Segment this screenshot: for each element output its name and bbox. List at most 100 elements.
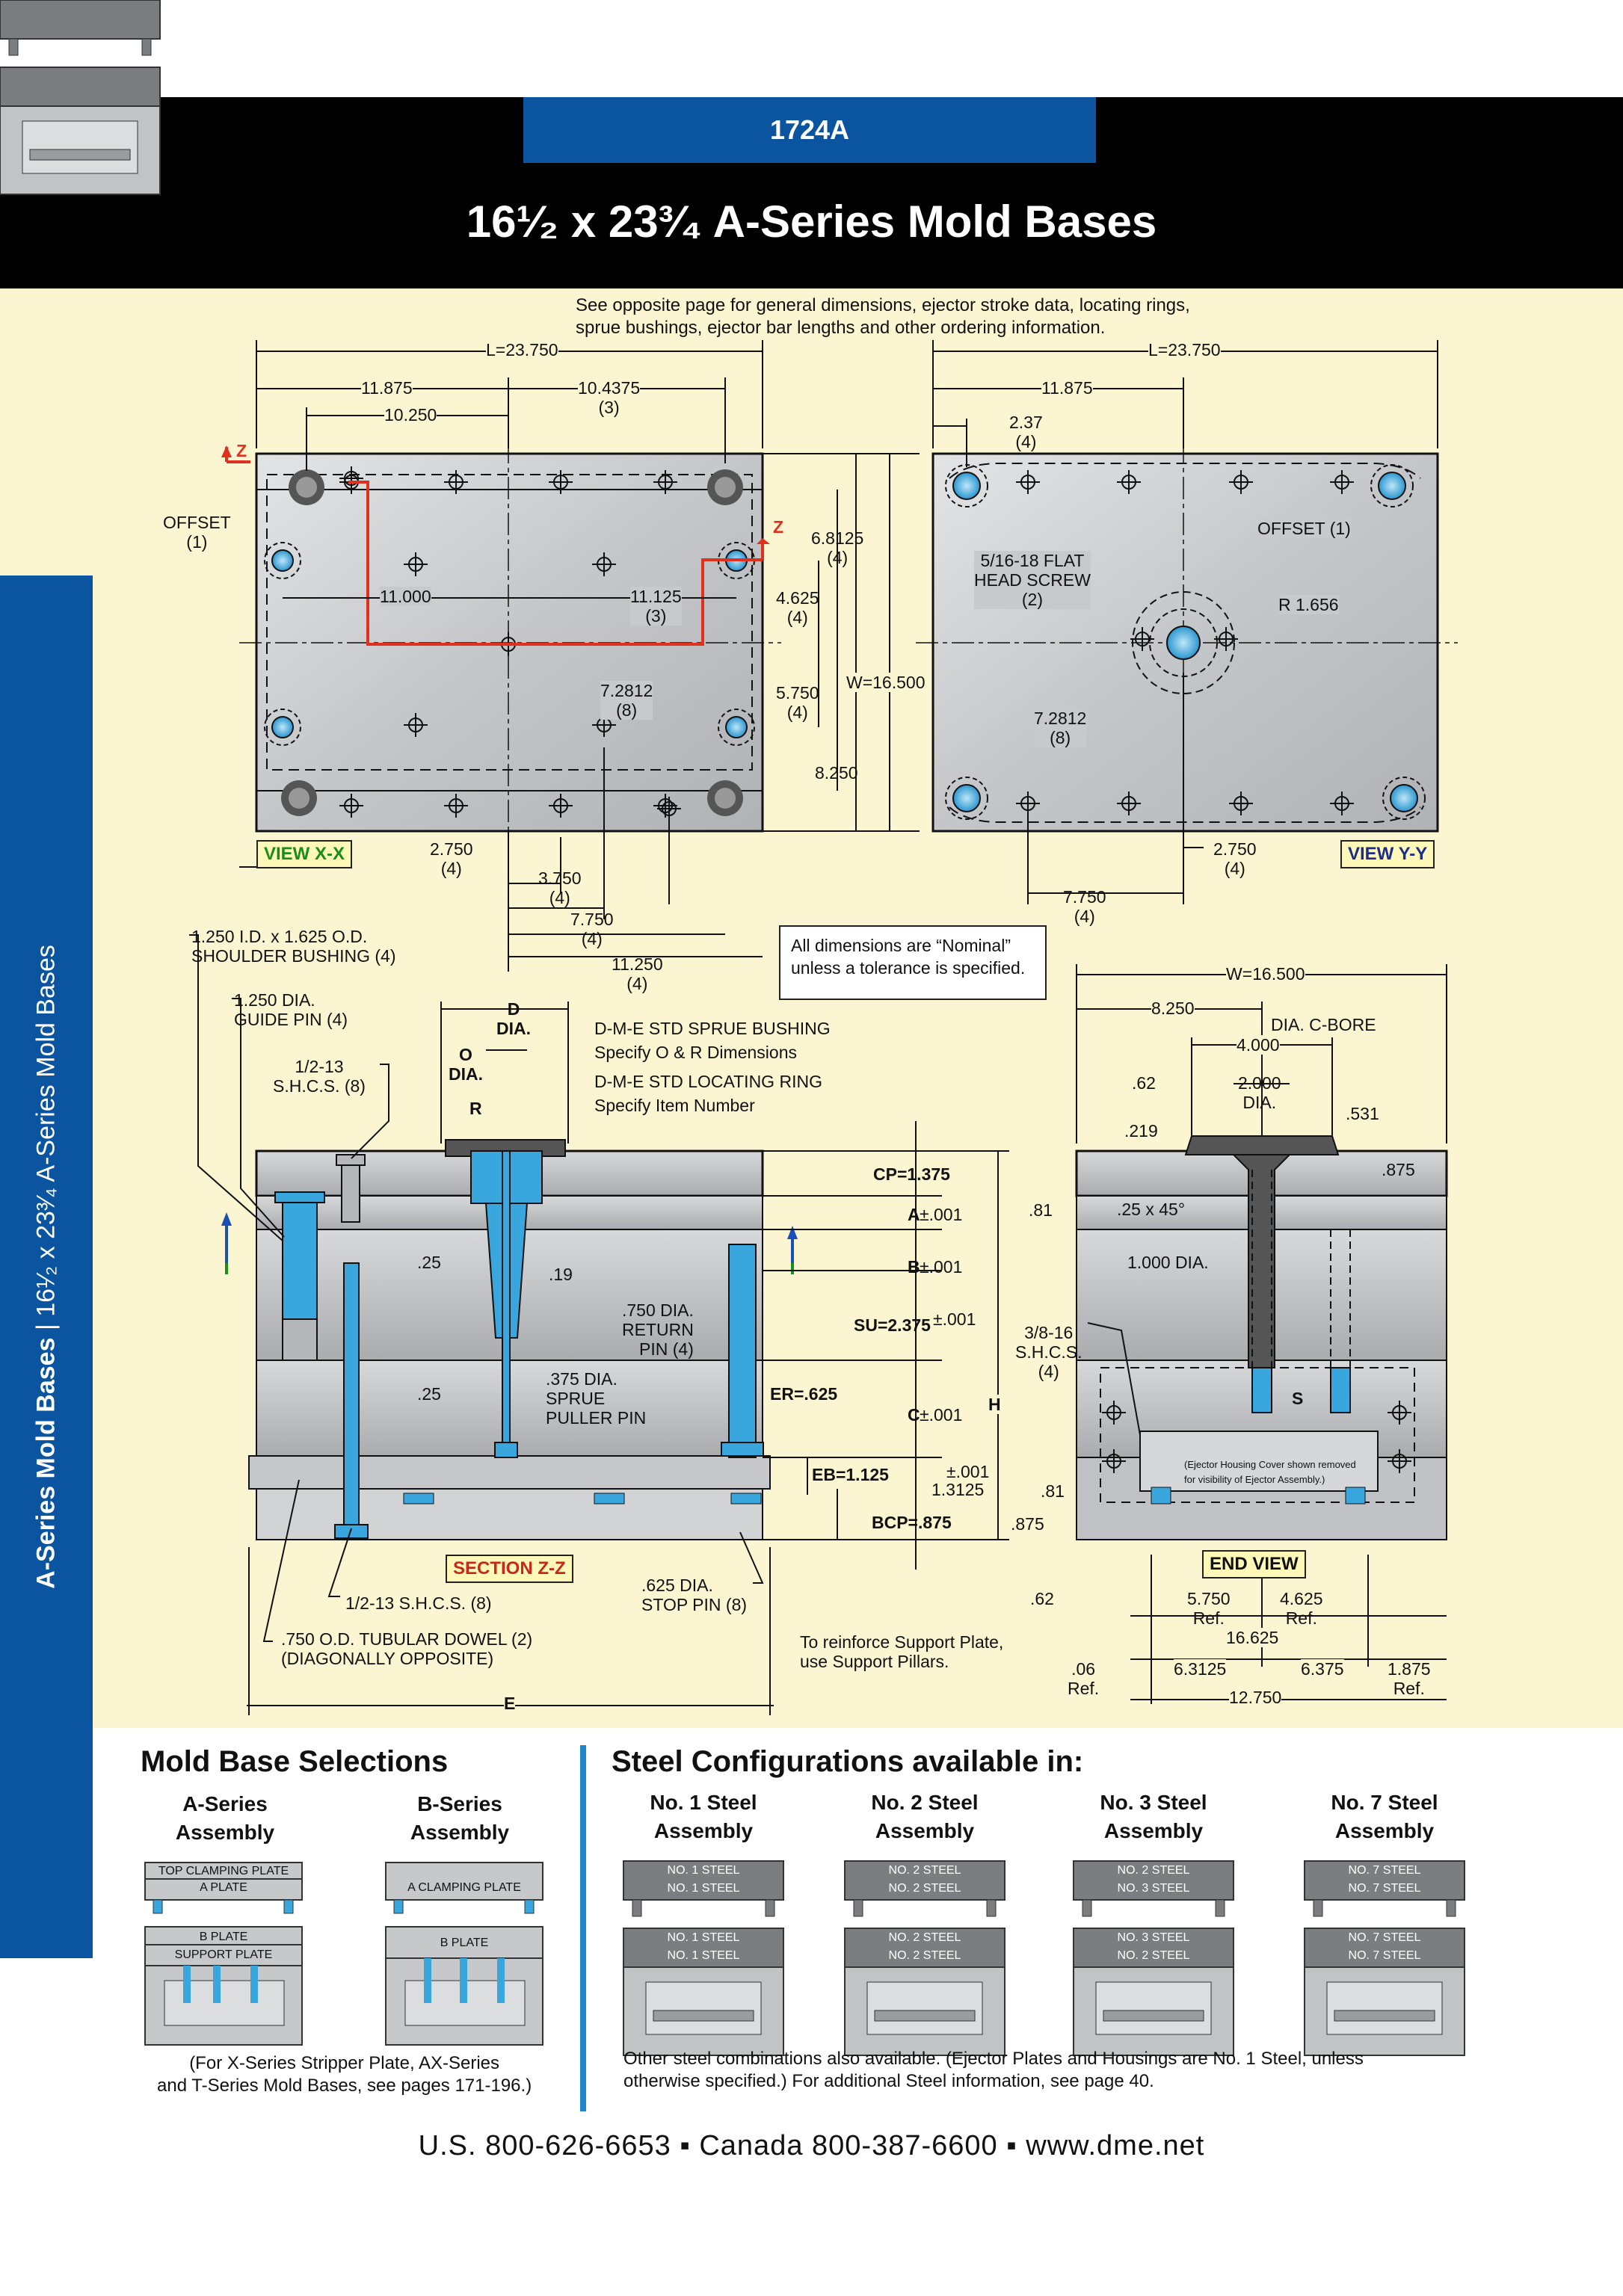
section-zz [221, 1139, 798, 1540]
xx-dim-2750: 2.750 (4) [430, 839, 473, 878]
xx-dim-L: L=23.750 [486, 340, 558, 359]
zz-sprue-spec: Specify O & R Dimensions [594, 1043, 797, 1062]
steel-7-top-2: NO. 7 STEEL [1348, 1882, 1421, 1895]
catalog-tab[interactable]: 1724A [523, 97, 1096, 163]
ev-cover-note: (Ejector Housing Cover shown removed for… [1184, 1459, 1356, 1485]
steel-1-top-2: NO. 1 STEEL [667, 1882, 740, 1895]
steel-2-top-1: NO. 2 STEEL [888, 1864, 961, 1877]
nominal-note: All dimensions are “Nominal” unless a to… [779, 925, 1047, 1000]
xx-dim-11000: 11.000 [380, 587, 431, 606]
steel-2-bottom-1: NO. 2 STEEL [888, 1931, 961, 1944]
view-xx-tag: VIEW X-X [256, 840, 353, 868]
xx-z-axis-left: Z [236, 441, 247, 460]
a-series-label: A-Series Assembly [175, 1792, 275, 1844]
ev-dim-06: .06 Ref. [1068, 1659, 1100, 1698]
ev-dim-16625: 16.625 [1226, 1628, 1279, 1647]
zz-ring-spec: Specify Item Number [594, 1096, 755, 1115]
zz-dim-25a: .25 [417, 1253, 441, 1272]
zz-dim-B-tol: ±.001 [920, 1257, 963, 1277]
xx-dim-7750: 7.750 (4) [570, 910, 614, 948]
a-plate-label-2: A PLATE [200, 1881, 247, 1894]
zz-dim-A: A [908, 1205, 920, 1224]
xx-dim-8250: 8.250 [815, 763, 858, 783]
steel-2-bottom-2: NO. 2 STEEL [888, 1949, 961, 1962]
zz-R-label: R [469, 1099, 482, 1118]
ev-dim-12750: 12.750 [1229, 1688, 1282, 1707]
zz-dim-CP: CP=1.375 [873, 1164, 950, 1184]
steel-3-top-2: NO. 3 STEEL [1117, 1882, 1190, 1895]
yy-dim-11875: 11.875 [1041, 378, 1093, 398]
yy-offset-label: OFFSET (1) [1257, 519, 1351, 538]
xx-z-axis-right: Z [773, 517, 784, 537]
top-note: See opposite page for general dimensions… [576, 295, 1190, 338]
zz-puller-label: .375 DIA. SPRUE PULLER PIN [546, 1369, 647, 1428]
ev-dim-81a: .81 [1029, 1200, 1053, 1220]
xx-dim-4625: 4.625 (4) [776, 588, 819, 627]
contact-line[interactable]: U.S. 800-626-6653 ▪ Canada 800-387-6600 … [418, 2130, 1205, 2161]
xx-offset-label: OFFSET (1) [163, 513, 231, 552]
ev-dim-1000: 1.000 DIA. [1127, 1253, 1209, 1272]
yy-dim-237: 2.37 (4) [1009, 413, 1043, 451]
mold-base-selections-title: Mold Base Selections [141, 1745, 449, 1778]
yy-dim-2750: 2.750 (4) [1213, 839, 1257, 878]
yy-radius-label: R 1.656 [1278, 595, 1339, 614]
zz-ring-label: D-M-E STD LOCATING RING [594, 1072, 822, 1091]
view-yy-plate [916, 441, 1458, 845]
ev-dim-W: W=16.500 [1226, 964, 1305, 984]
b-plate-label-2: B PLATE [440, 1937, 489, 1949]
zz-shcs-bottom-label: 1/2-13 S.H.C.S. (8) [345, 1593, 492, 1613]
side-tab[interactable] [0, 575, 93, 1958]
steel-1-bottom-2: NO. 1 STEEL [667, 1949, 740, 1962]
steel-3-bottom-1: NO. 3 STEEL [1117, 1931, 1190, 1944]
zz-return-pin-label: .750 DIA. RETURN PIN (4) [622, 1300, 694, 1359]
yy-dim-72812: 7.2812 (8) [1034, 709, 1087, 747]
ev-dim-2000: 2.000 DIA. [1238, 1073, 1281, 1112]
view-xx-plate [221, 441, 781, 845]
section-zz-tag: SECTION Z-Z [446, 1555, 573, 1583]
ev-dim-5750: 5.750 Ref. [1187, 1589, 1231, 1628]
zz-dim-C: C [908, 1405, 920, 1425]
xx-dim-104375: 10.4375 (3) [578, 378, 641, 417]
zz-dowel-label: .750 O.D. TUBULAR DOWEL (2) (DIAGONALLY … [281, 1629, 533, 1668]
ev-dim-875a: .875 [1382, 1160, 1415, 1179]
zz-stop-pin-label: .625 DIA. STOP PIN (8) [641, 1576, 748, 1614]
xx-dim-10250: 10.250 [384, 405, 437, 425]
steel-config-note: Other steel combinations also available.… [623, 2049, 1364, 2091]
steel-2-label: No. 2 Steel Assembly [871, 1791, 979, 1842]
zz-dim-ER: ER=.625 [770, 1384, 838, 1404]
ev-dim-531: .531 [1346, 1104, 1379, 1123]
ev-dim-S: S [1292, 1389, 1304, 1408]
zz-bushing-label: 1.250 I.D. x 1.625 O.D. SHOULDER BUSHING… [191, 927, 396, 966]
zz-dim-BCP: BCP=.875 [872, 1513, 952, 1532]
steel-7-top-1: NO. 7 STEEL [1348, 1864, 1421, 1877]
zz-shcs-top-label: 1/2-13 S.H.C.S. (8) [273, 1057, 366, 1096]
steel-7-label: No. 7 Steel Assembly [1331, 1791, 1438, 1842]
zz-dim-EB: EB=1.125 [812, 1465, 889, 1484]
zz-guide-pin-label: 1.250 DIA. GUIDE PIN (4) [234, 990, 348, 1029]
zz-dim-SU-tol: ±.001 [933, 1309, 976, 1329]
mold-base-note: (For X-Series Stripper Plate, AX-Series … [157, 2053, 532, 2096]
ev-dim-1875: 1.875 Ref. [1388, 1659, 1431, 1698]
steel-3-top-1: NO. 2 STEEL [1117, 1864, 1190, 1877]
zz-D-label: D DIA. [496, 999, 531, 1038]
yy-dim-7750: 7.750 (4) [1063, 887, 1106, 926]
zz-dim-19: .19 [549, 1265, 573, 1284]
steel-1-bottom-1: NO. 1 STEEL [667, 1931, 740, 1944]
xx-dim-11125: 11.125 (3) [630, 587, 682, 626]
steel-7-bottom-1: NO. 7 STEEL [1348, 1931, 1421, 1944]
end-view [1075, 1135, 1448, 1540]
a-plate-label-3: B PLATE [199, 1931, 248, 1943]
zz-dim-C-tol: ±.001 [920, 1405, 963, 1425]
xx-dim-68125: 6.8125 (4) [811, 528, 864, 567]
ev-cbore-label: DIA. C-BORE [1271, 1015, 1376, 1034]
view-xx-dims [239, 340, 920, 972]
section-divider [580, 1745, 586, 2111]
ev-dim-63125: 6.3125 [1174, 1659, 1227, 1679]
a-plate-label-1: TOP CLAMPING PLATE [158, 1865, 289, 1877]
ev-dim-219: .219 [1124, 1121, 1158, 1141]
end-view-tag: END VIEW [1202, 1550, 1306, 1578]
b-series-label: B-Series Assembly [410, 1792, 510, 1844]
zz-dim-B: B [908, 1257, 920, 1277]
